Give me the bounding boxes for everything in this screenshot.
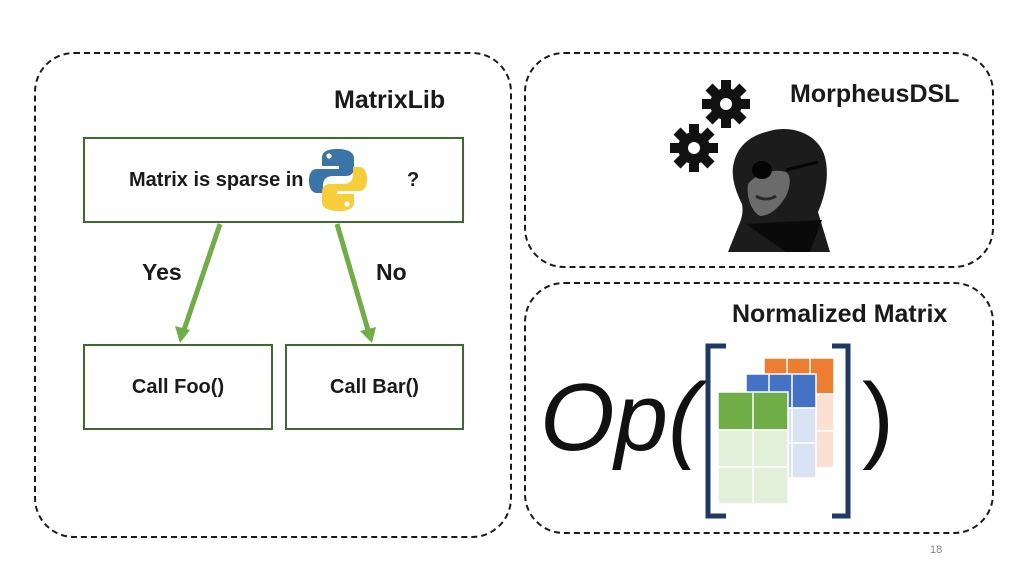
gear-icon-large — [702, 80, 750, 128]
yes-label: Yes — [142, 259, 182, 285]
normalized-matrix-panel — [524, 282, 994, 534]
gears-icon — [670, 80, 750, 172]
green-matrix — [717, 391, 789, 505]
decision-box: Matrix is sparse in ? — [83, 137, 464, 223]
page-number: 18 — [930, 544, 943, 556]
decision-text: Matrix is sparse in — [129, 168, 304, 191]
matrixlib-title: MatrixLib — [334, 86, 446, 114]
call-foo-label: Call Foo() — [131, 375, 225, 398]
call-bar-label: Call Bar() — [330, 375, 419, 398]
decision-suffix: ? — [407, 168, 420, 191]
morpheusdsl-panel — [524, 52, 994, 268]
no-label: No — [376, 259, 407, 285]
call-foo-box: Call Foo() — [83, 344, 273, 430]
no-arrow — [334, 223, 376, 343]
matrixlib-panel — [34, 52, 512, 538]
python-logo-icon — [308, 149, 367, 211]
morpheusdsl-title: MorpheusDSL — [790, 80, 960, 108]
normalized-matrix-title: Normalized Matrix — [732, 300, 948, 328]
call-bar-box: Call Bar() — [285, 344, 464, 430]
morpheus-portrait-icon — [728, 128, 830, 252]
right-bracket-icon — [832, 343, 851, 519]
normalized-matrix-icon — [705, 343, 851, 519]
op-function-text: Op( — [540, 364, 701, 471]
left-bracket-icon — [705, 343, 726, 519]
yes-arrow — [175, 223, 223, 343]
close-paren-text: ) — [862, 364, 894, 471]
gear-icon-small — [670, 124, 718, 172]
